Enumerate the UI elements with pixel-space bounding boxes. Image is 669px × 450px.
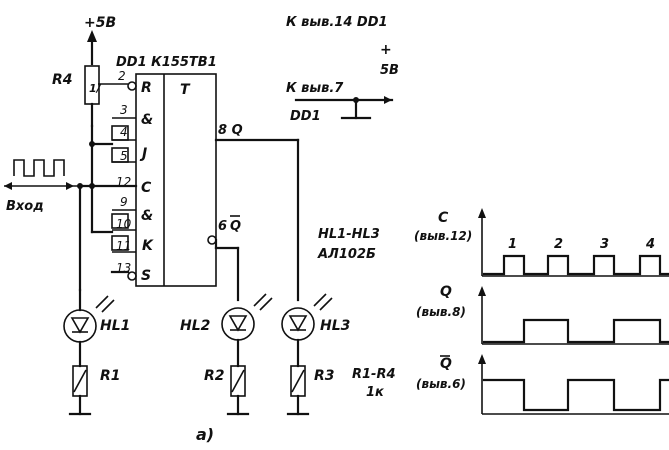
c-pin: (выв.12) [414, 229, 472, 243]
input-bus [77, 124, 138, 292]
svg-text:2: 2 [118, 69, 126, 83]
r4-label: R4 [52, 72, 73, 88]
trigger-type: T [180, 82, 191, 98]
pulse-3: 3 [600, 237, 609, 252]
svg-text:9: 9 [120, 195, 128, 209]
svg-text:3: 3 [120, 103, 128, 117]
trace-qbar: Q (выв.6) [416, 354, 669, 415]
svg-text:J: J [139, 146, 147, 162]
power-note-pin7: К выв.7 [286, 81, 344, 96]
hl3-label: HL3 [320, 318, 350, 334]
resistor-r3: R3 [286, 365, 335, 416]
q-pin: (выв.8) [416, 305, 466, 319]
pulse-1: 1 [508, 237, 517, 252]
svg-text:S: S [141, 268, 151, 284]
svg-text:4: 4 [120, 125, 128, 139]
qbar-output-wire [214, 238, 240, 302]
input-signal: Вход [4, 159, 80, 214]
led-part-range: HL1-HL3 [318, 227, 380, 242]
supply-label: +5В [84, 15, 116, 31]
svg-text:11: 11 [116, 239, 131, 253]
figure-label: а) [196, 425, 214, 444]
hl1-label: HL1 [100, 318, 130, 334]
q-label: Q [440, 284, 452, 300]
svg-text:5В: 5В [380, 63, 399, 78]
r3-label: R3 [314, 368, 335, 384]
svg-text:+: + [380, 42, 392, 58]
led-hl3: HL3 [281, 293, 350, 368]
resistor-r1: R1 [68, 365, 121, 416]
led-hl1: HL1 [63, 288, 130, 368]
r2-label: R2 [204, 368, 225, 384]
svg-text:5: 5 [120, 149, 128, 163]
svg-text:R: R [141, 80, 152, 96]
out-q-label: 8 Q [218, 123, 243, 138]
chip-ref: DD1 К155ТВ1 [116, 55, 217, 70]
svg-text:K: K [142, 238, 154, 254]
resistor-range: R1-R4 [352, 367, 396, 382]
svg-text:C: C [141, 180, 152, 196]
svg-text:Q: Q [230, 219, 241, 234]
resistor-r4: 1/ R4 [52, 65, 128, 128]
qbar-pin: (выв.6) [416, 377, 466, 391]
resistor-value: 1к [366, 385, 385, 400]
led-hl2: HL2 [180, 293, 273, 368]
svg-text:DD1: DD1 [290, 109, 321, 124]
input-label: Вход [6, 199, 44, 214]
chip-dd1: DD1 К155ТВ1 T R & J C & K S 2 3 4 5 12 9… [111, 55, 243, 287]
power-notes: К выв.14 DD1 + 5В К выв.7 DD1 [286, 15, 399, 124]
c-label: C [438, 210, 449, 226]
r1-label: R1 [100, 368, 121, 384]
svg-text:&: & [141, 112, 153, 128]
svg-text:&: & [141, 208, 153, 224]
trace-q: Q (выв.8) [416, 284, 669, 345]
timing-diagram: C (выв.12) 1 2 3 4 Q (выв.8) Q (выв.6) [414, 208, 669, 415]
qbar-label: Q [440, 356, 452, 372]
svg-text:10: 10 [116, 217, 132, 231]
svg-text:1/: 1/ [89, 82, 102, 95]
svg-text:6: 6 [218, 219, 227, 234]
q-output-wire [214, 138, 300, 302]
pulse-2: 2 [554, 237, 563, 252]
pulse-4: 4 [645, 237, 655, 252]
supply-rail: +5В [84, 15, 116, 66]
trace-c: C (выв.12) 1 2 3 4 [414, 208, 669, 277]
resistor-r2: R2 [204, 365, 250, 416]
power-note-pin14: К выв.14 DD1 [286, 15, 388, 30]
hl2-label: HL2 [180, 318, 210, 334]
led-part-number: АЛ102Б [317, 247, 376, 262]
